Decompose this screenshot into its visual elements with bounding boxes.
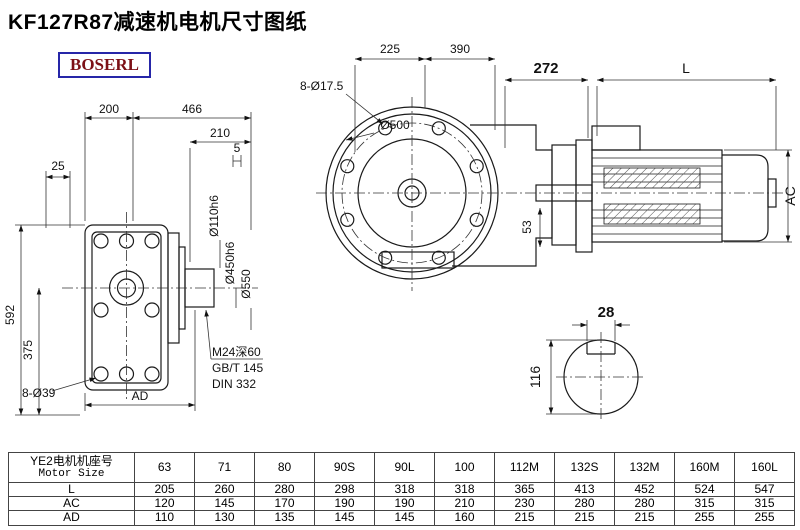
table-cell: 318: [374, 481, 435, 498]
table-cell: 170: [254, 496, 315, 512]
tap-hole-note-line1: M24深60: [212, 345, 261, 359]
table-row-L: L 205 260 280 298 318 318 365 413 452 52…: [8, 481, 795, 498]
tap-hole-note-line3: DIN 332: [212, 377, 256, 391]
table-cell: 190: [374, 496, 435, 512]
table-cell: 145: [194, 496, 255, 512]
table-cell: 215: [554, 510, 615, 526]
table-cell: 120: [134, 496, 195, 512]
holes-8xd39-label: 8-Ø39: [22, 386, 56, 400]
front-view-dimension-lines: [15, 112, 263, 416]
table-cell: 215: [614, 510, 675, 526]
col-header-63: 63: [134, 452, 195, 483]
table-cell: 160: [434, 510, 495, 526]
col-header-132s: 132S: [554, 452, 615, 483]
side-view-dimension-lines: [345, 56, 792, 247]
shaft-section-centerlines: [556, 332, 646, 422]
dim-390-label: 390: [450, 42, 470, 56]
flange-inner-diameter-label: Ø450h6: [223, 241, 237, 284]
flange-outer-diameter-label: Ø550: [239, 269, 253, 299]
table-cell: 255: [674, 510, 735, 526]
table-cell: 547: [734, 481, 795, 498]
table-cell: 255: [734, 510, 795, 526]
motor-winding-hatch: [603, 167, 701, 225]
table-cell: 230: [494, 496, 555, 512]
table-header-motor-size: YE2电机机座号 Motor Size: [8, 452, 135, 483]
row-label-AD: AD: [8, 510, 135, 526]
dim-L-label: L: [682, 60, 690, 76]
table-cell: 315: [674, 496, 735, 512]
table-cell: 280: [614, 496, 675, 512]
col-header-80: 80: [254, 452, 315, 483]
table-cell: 280: [554, 496, 615, 512]
dim-272-label: 272: [533, 60, 558, 77]
holes-8xd17-label: 8-Ø17.5: [300, 79, 344, 93]
table-cell: 298: [314, 481, 375, 498]
tap-hole-note-line2: GB/T 145: [212, 361, 263, 375]
table-cell: 452: [614, 481, 675, 498]
motor-size-label-en: Motor Size: [38, 468, 105, 481]
dim-53-label: 53: [520, 220, 534, 234]
table-cell: 190: [314, 496, 375, 512]
dim-225-label: 225: [380, 42, 400, 56]
flange-d500-label: Ø500: [380, 118, 410, 132]
row-label-AC: AC: [8, 496, 135, 512]
col-header-90s: 90S: [314, 452, 375, 483]
table-row-AC: AC 120 145 170 190 190 210 230 280 280 3…: [8, 496, 795, 512]
table-cell: 315: [734, 496, 795, 512]
key-width-label: 28: [598, 304, 615, 321]
table-cell: 524: [674, 481, 735, 498]
brand-logo: BOSERL: [58, 52, 151, 78]
dim-5-label: 5: [234, 141, 241, 155]
page-title: KF127R87减速机电机尺寸图纸: [8, 11, 308, 34]
row-label-L: L: [8, 481, 135, 498]
col-header-160l: 160L: [734, 452, 795, 483]
table-cell: 135: [254, 510, 315, 526]
motor-size-label-cn: YE2电机机座号: [30, 453, 113, 468]
dim-210-label: 210: [210, 126, 230, 140]
table-cell: 205: [134, 481, 195, 498]
dim-ac-label: AC: [782, 186, 798, 205]
front-view-centerlines: [62, 212, 258, 400]
col-header-132m: 132M: [614, 452, 675, 483]
table-cell: 210: [434, 496, 495, 512]
col-header-100: 100: [434, 452, 495, 483]
table-cell: 318: [434, 481, 495, 498]
col-header-90l: 90L: [374, 452, 435, 483]
table-row-AD: AD 110 130 135 145 145 160 215 215 215 2…: [8, 510, 795, 526]
dim-200-label: 200: [99, 102, 119, 116]
table-cell: 280: [254, 481, 315, 498]
table-cell: 145: [374, 510, 435, 526]
dim-375-label: 375: [21, 340, 35, 360]
shaft-section-dimension-lines: [546, 320, 630, 415]
col-header-71: 71: [194, 452, 255, 483]
dim-592-label: 592: [3, 305, 17, 325]
table-cell: 110: [134, 510, 195, 526]
technical-drawing: 200 466 210 5 25 592 375 8-Ø39 AD Ø110h6…: [3, 42, 798, 422]
dim-25-label: 25: [51, 159, 65, 173]
table-cell: 145: [314, 510, 375, 526]
dim-466-label: 466: [182, 102, 202, 116]
dim-ad-label: AD: [132, 389, 149, 403]
table-cell: 260: [194, 481, 255, 498]
table-cell: 413: [554, 481, 615, 498]
table-cell: 365: [494, 481, 555, 498]
table-header-row: YE2电机机座号 Motor Size 63 71 80 90S 90L 100…: [8, 452, 795, 483]
shaft-section-diameter-label: 116: [527, 366, 543, 389]
table-cell: 215: [494, 510, 555, 526]
col-header-112m: 112M: [494, 452, 555, 483]
side-view-centerlines: [316, 97, 786, 291]
motor-dimension-table: YE2电机机座号 Motor Size 63 71 80 90S 90L 100…: [8, 452, 795, 526]
shaft-diameter-label: Ø110h6: [207, 195, 221, 237]
col-header-160m: 160M: [674, 452, 735, 483]
table-cell: 130: [194, 510, 255, 526]
